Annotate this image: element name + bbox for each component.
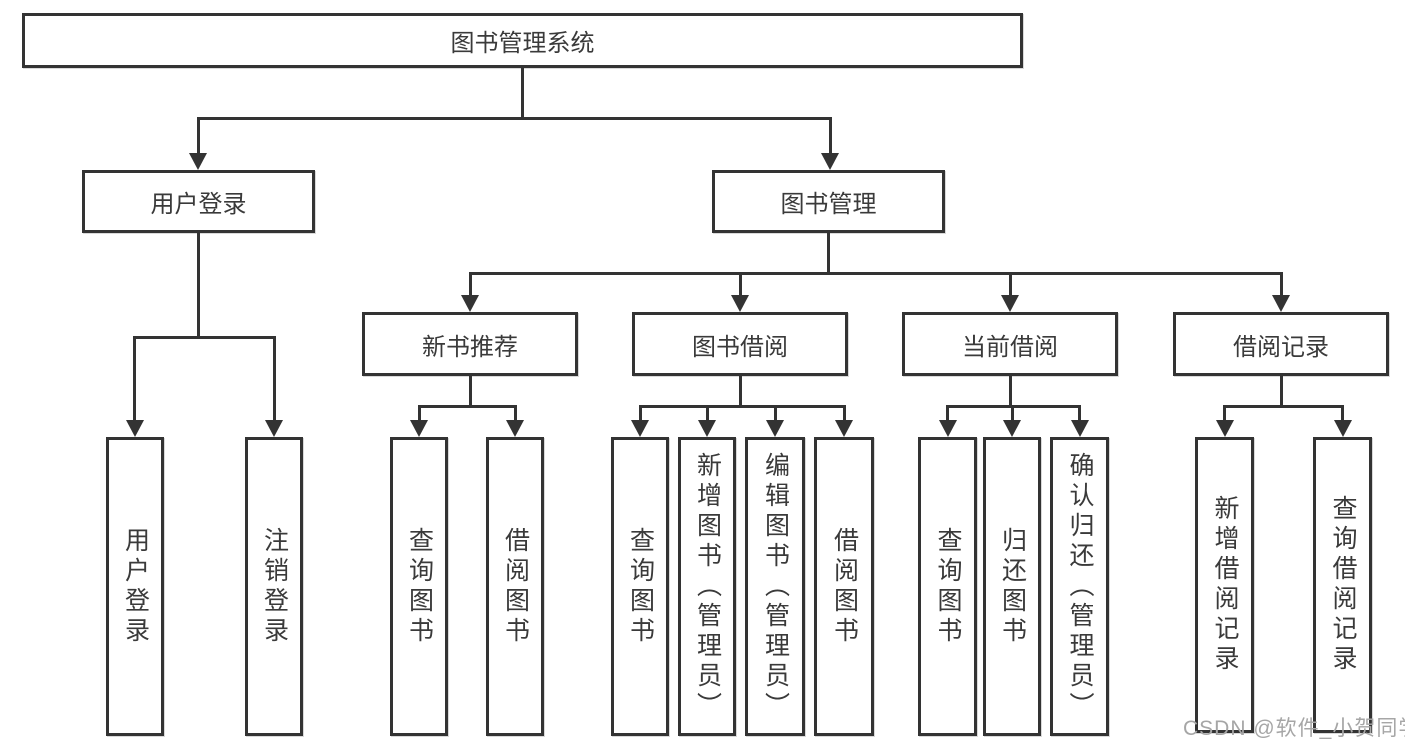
connector-line (513, 405, 517, 422)
node-book-management: 图书管理 (712, 170, 945, 233)
connector-line (468, 272, 1283, 275)
connector-line (468, 272, 472, 298)
node-label: 借阅记录 (1233, 333, 1329, 361)
arrow-down-icon (1001, 295, 1019, 312)
arrow-down-icon (835, 420, 853, 437)
connector-line (1223, 405, 1226, 422)
connector-line (638, 405, 846, 408)
node-library-management-system: 图书管理系统 (22, 13, 1023, 68)
leaf-add-borrow-record: 新增借阅记录 (1195, 437, 1254, 733)
leaf-label: 确认归还（管理员） (1066, 451, 1094, 722)
connector-line (828, 116, 832, 156)
connector-line (1008, 376, 1012, 408)
connector-line (1279, 272, 1283, 298)
connector-line (773, 405, 777, 422)
arrow-down-icon (631, 420, 649, 437)
leaf-return-book: 归还图书 (983, 437, 1041, 736)
connector-line (638, 405, 642, 422)
connector-line (738, 376, 742, 408)
connector-line (133, 336, 276, 339)
connector-line (1279, 376, 1283, 408)
leaf-confirm-return-admin: 确认归还（管理员） (1050, 437, 1109, 736)
connector-line (1223, 405, 1344, 408)
arrow-down-icon (1215, 420, 1234, 437)
arrow-down-icon (1070, 420, 1089, 437)
node-user-login: 用户登录 (82, 170, 315, 233)
connector-line (417, 405, 517, 408)
connector-line (1078, 405, 1081, 422)
connector-line (738, 272, 742, 298)
node-label: 图书管理 (780, 191, 877, 218)
connector-line (946, 405, 1081, 408)
connector-line (468, 376, 472, 408)
connector-line (842, 405, 846, 422)
arrow-down-icon (189, 153, 207, 170)
leaf-user-login: 用户登录 (106, 437, 164, 736)
connector-line (1010, 405, 1014, 422)
arrow-down-icon (410, 420, 428, 437)
connector-line (133, 336, 136, 422)
arrow-down-icon (731, 295, 749, 312)
node-label: 图书管理系统 (450, 30, 595, 57)
node-label: 图书借阅 (692, 333, 788, 361)
node-label: 用户登录 (150, 191, 247, 218)
leaf-label: 查询图书 (934, 526, 962, 647)
leaf-label: 查询图书 (405, 526, 434, 647)
leaf-label: 编辑图书（管理员） (761, 451, 790, 722)
connector-line (1341, 405, 1344, 422)
leaf-label: 新增借阅记录 (1211, 495, 1239, 675)
node-label: 新书推荐 (422, 333, 518, 361)
node-borrowing-records: 借阅记录 (1173, 312, 1389, 376)
connector-line (520, 68, 524, 118)
watermark: CSDN @软件_小贺同学 (1183, 717, 1405, 740)
leaf-query-book-borrow: 查询图书 (611, 437, 669, 736)
arrow-down-icon (461, 295, 479, 312)
arrow-down-icon (265, 420, 283, 437)
connector-line (196, 233, 200, 339)
arrow-down-icon (698, 420, 716, 437)
connector-line (196, 116, 200, 156)
connector-line (272, 336, 276, 422)
leaf-borrow-book: 借阅图书 (814, 437, 874, 736)
arrow-down-icon (1272, 295, 1290, 312)
leaf-label: 新增图书（管理员） (693, 451, 722, 722)
arrow-down-icon (766, 420, 784, 437)
leaf-edit-book-admin: 编辑图书（管理员） (745, 437, 805, 736)
node-label: 当前借阅 (962, 333, 1058, 361)
leaf-borrow-book-recommend: 借阅图书 (486, 437, 544, 736)
connector-line (1008, 272, 1012, 298)
connector-line (946, 405, 949, 422)
leaf-logout: 注销登录 (245, 437, 303, 736)
leaf-label: 借阅图书 (830, 526, 859, 647)
node-new-book-recommendation: 新书推荐 (362, 312, 578, 376)
arrow-down-icon (125, 420, 144, 437)
arrow-down-icon (821, 153, 839, 170)
connector-line (196, 116, 832, 120)
leaf-label: 注销登录 (260, 526, 289, 647)
arrow-down-icon (506, 420, 524, 437)
leaf-label: 查询图书 (626, 526, 655, 647)
leaf-add-book-admin: 新增图书（管理员） (678, 437, 736, 736)
leaf-query-borrow-record: 查询借阅记录 (1313, 437, 1372, 733)
leaf-query-book-recommend: 查询图书 (390, 437, 448, 736)
leaf-label: 借阅图书 (501, 526, 530, 647)
connector-line (705, 405, 709, 422)
leaf-label: 用户登录 (121, 526, 150, 647)
node-book-borrowing: 图书借阅 (632, 312, 848, 376)
arrow-down-icon (1003, 420, 1021, 437)
arrow-down-icon (938, 420, 957, 437)
connector-line (417, 405, 421, 422)
connector-line (826, 233, 830, 275)
leaf-label: 查询借阅记录 (1329, 495, 1357, 675)
leaf-query-book-current: 查询图书 (918, 437, 977, 736)
arrow-down-icon (1333, 420, 1352, 437)
node-current-borrowing: 当前借阅 (902, 312, 1118, 376)
leaf-label: 归还图书 (998, 526, 1027, 647)
